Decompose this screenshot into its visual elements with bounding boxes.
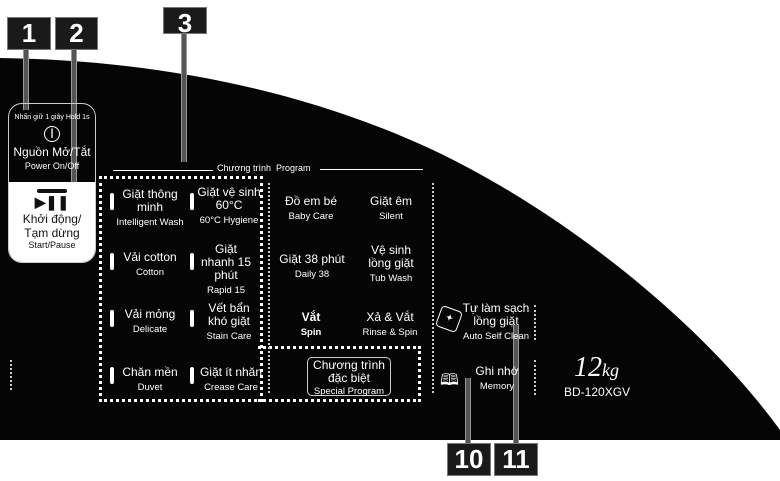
- program-header-line-right: [320, 169, 423, 170]
- capacity-label: 12kg: [574, 352, 619, 384]
- power-label-vi: Nguồn Mở/Tắt: [13, 145, 91, 159]
- callout-1: 1: [7, 17, 51, 50]
- power-start-panel: Nhấn giữ 1 giây Hold 1s | Nguồn Mở/Tắt P…: [8, 103, 96, 263]
- program-led: [110, 310, 114, 327]
- leader-line-10: [465, 378, 471, 446]
- program-led: [190, 193, 194, 210]
- divider: [432, 183, 434, 393]
- divider: [268, 183, 270, 393]
- program-led: [110, 367, 114, 384]
- left-program-group: [99, 176, 263, 402]
- capacity-unit: kg: [602, 360, 619, 380]
- leader-line-2: [71, 48, 77, 248]
- program-led: [190, 253, 194, 270]
- power-button[interactable]: Nhấn giữ 1 giây Hold 1s | Nguồn Mở/Tắt P…: [9, 104, 95, 181]
- start-label-en: Start/Pause: [28, 240, 76, 250]
- divider: [10, 360, 12, 390]
- program-header-line-left: [113, 170, 213, 171]
- program-led: [110, 253, 114, 270]
- power-label-en: Power On/Off: [24, 161, 80, 171]
- program-led: [190, 367, 194, 384]
- divider: [534, 305, 536, 340]
- book-icon: 🕮: [440, 372, 459, 389]
- capacity-value: 12: [574, 352, 602, 383]
- model-number: BD-120XGV: [564, 385, 631, 399]
- callout-3: 3: [163, 7, 207, 38]
- program-led: [110, 193, 114, 210]
- leader-line-11: [513, 325, 519, 445]
- start-led: [37, 189, 67, 193]
- program-led: [190, 310, 194, 327]
- start-label-vi1: Khởi động/: [22, 212, 82, 226]
- start-label-vi2: Tạm dừng: [24, 226, 80, 240]
- callout-2: 2: [55, 17, 98, 50]
- play-pause-icon: ▶❚❚: [34, 194, 70, 210]
- callout-11: 11: [494, 443, 538, 476]
- power-hint: Nhấn giữ 1 giây Hold 1s: [14, 114, 90, 121]
- divider: [534, 360, 536, 395]
- leader-line-3: [181, 32, 187, 162]
- callout-10: 10: [447, 443, 491, 476]
- power-icon: |: [44, 126, 60, 142]
- leader-line-1: [23, 48, 29, 110]
- program-header: Chương trình Program: [217, 163, 311, 173]
- special-program-group: [258, 346, 421, 402]
- start-pause-button[interactable]: ▶❚❚ Khởi động/ Tạm dừng Start/Pause: [9, 182, 95, 262]
